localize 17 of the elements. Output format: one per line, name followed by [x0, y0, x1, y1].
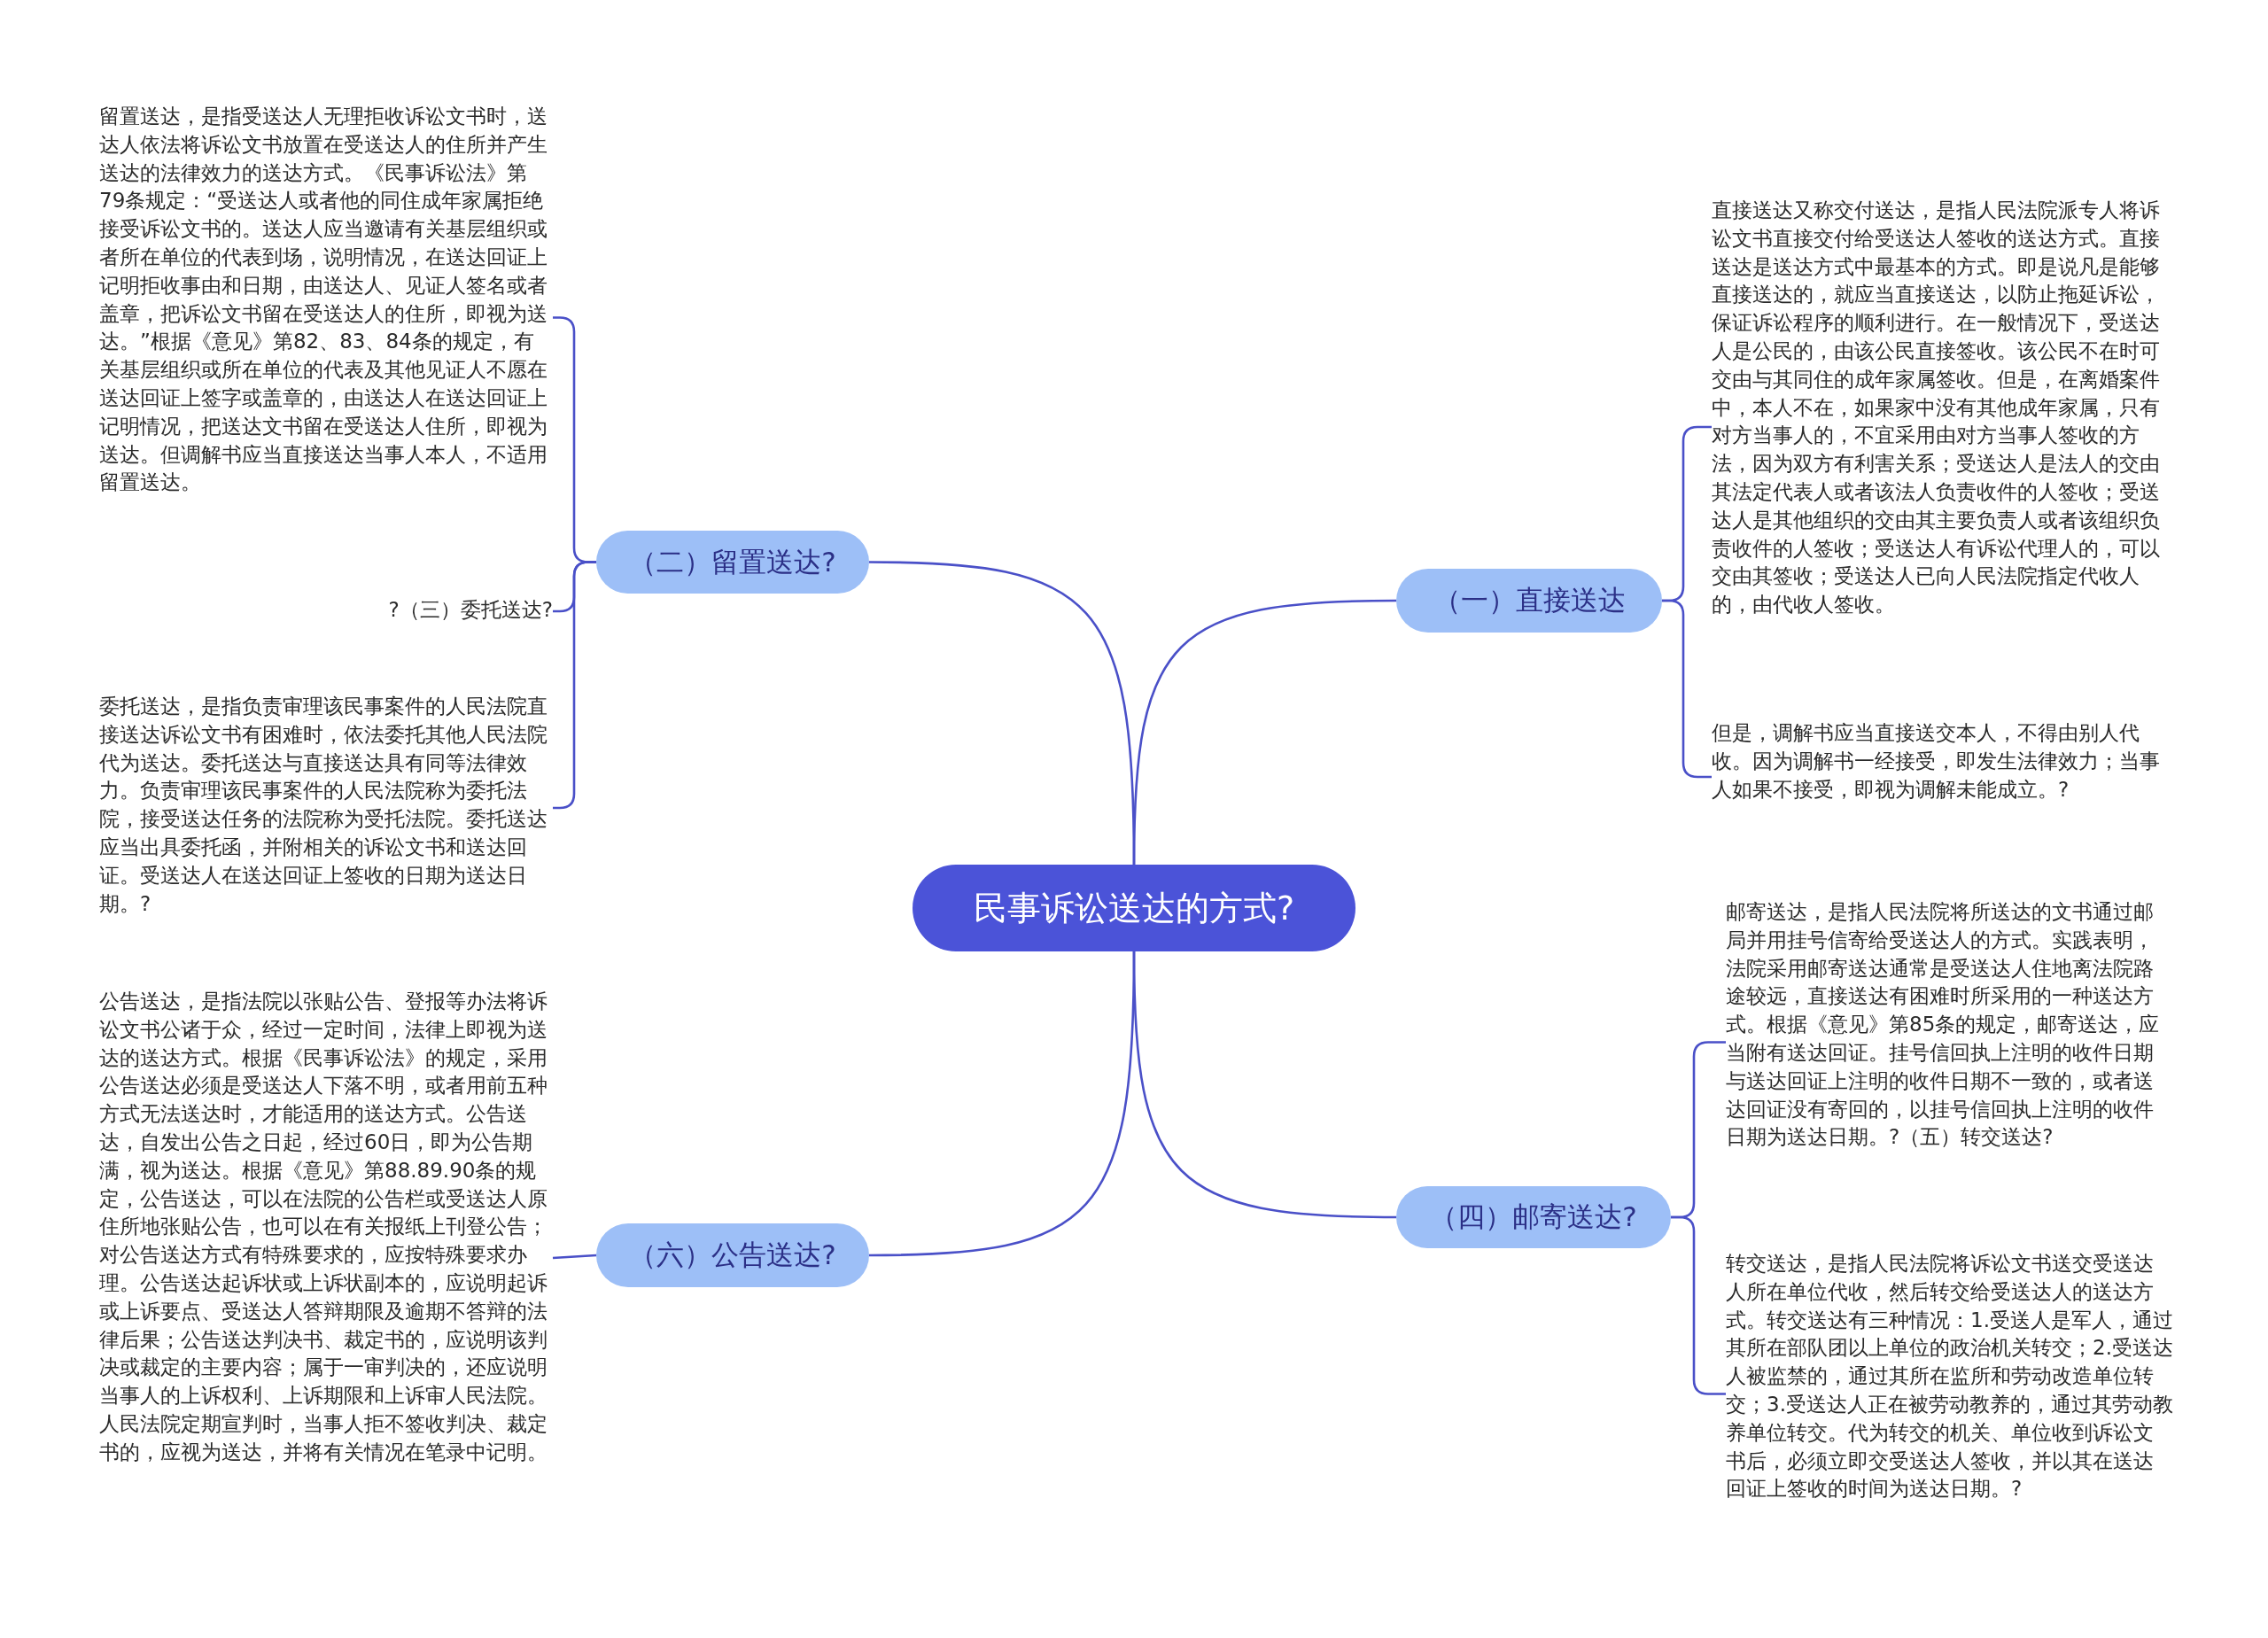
text-note: 委托送达，是指负责审理该民事案件的人民法院直接送达诉讼文书有困难时，依法委托其他人民法院代为送达。委托送达与直接送达具有同等法律效力。负责审理该民事案件的人民法院称为委托法院，接受送达任务的法院称为受托法院。委托送达应当出具委托函，并附相关的诉讼文书和送达回证。受送达人在送达回证上签收的日期为送达日期。?	[99, 693, 553, 923]
text-note: 但是，调解书应当直接送交本人，不得由别人代收。因为调解书一经接受，即发生法律效力；当事人如果不接受，即视为调解未能成立。?	[1712, 719, 2163, 835]
connector-line	[868, 951, 1136, 1257]
central-topic: 民事诉讼送达的方式?	[913, 865, 1355, 951]
text-note: 转交送达，是指人民法院将诉讼文书送交受送达人所在单位代收，然后转交给受送达人的送达方式。转交送达有三种情况：1.受送人是军人，通过其所在部队团以上单位的政治机关转交；2.受送达人被监禁的，通过其所在监所和劳动改造单位转交；3.受送达人正在被劳动教养的，通过其劳动教养单位转交。代为转交的机关、单位收到诉讼文书后，必须立即交受送达人签收，并以其在送达回证上签收的时间为送达日期。?	[1726, 1250, 2173, 1538]
branch-topic: （二）留置送达?	[596, 531, 869, 594]
subtopic-text: ?（三）委托送达?	[337, 596, 553, 626]
text-note: 留置送达，是指受送达人无理拒收诉讼文书时，送达人依法将诉讼文书放置在受送达人的住所并产生送达的法律效力的送达方式。《民事诉讼法》第79条规定：“受送达人或者他的同住成年家属拒绝接受诉讼文书的。送达人应当邀请有关基层组织或者所在单位的代表到场，说明情况，在送达回证上记明拒收事由和日期，由送达人、见证人签名或者盖章，把诉讼文书留在受送达人的住所，即视为送达。”根据《意见》第82、83、84条的规定，有关基层组织或所在单位的代表及其他见证人不愿在送达回证上签字或盖章的，由送达人在送达回证上记明情况，把送达文书留在受送达人住所，即视为送达。但调解书应当直接送达当事人本人，不适用留置送达。	[99, 103, 553, 532]
text-note: 邮寄送达，是指人民法院将所送达的文书通过邮局并用挂号信寄给受送达人的方式。实践表明，法院采用邮寄送达通常是受送达人住地离法院路途较远，直接送达有困难时所采用的一种送达方式。根据《意见》第85条的规定，邮寄送达，应当附有送达回证。挂号信回执上注明的收件日期与送达回证上注明的收件日期不一致的，或者送达回证没有寄回的，以挂号信回执上注明的收件日期为送达日期。?（五）转交送达?	[1726, 898, 2173, 1186]
connector-line	[1671, 1215, 1726, 1395]
text-note: 直接送达又称交付送达，是指人民法院派专人将诉讼文书直接交付给受送达人签收的送达方式。直接送达是送达方式中最基本的方式。即是说凡是能够直接送达的，就应当直接送达，以防止拖延诉讼，保证诉讼程序的顺利进行。在一般情况下，受送达人是公民的，由该公民直接签收。该公民不在时可交由与其同住的成年家属签收。但是，在离婚案件中，本人不在，如果家中没有其他成年家属，只有对方当事人的，不宜采用由对方当事人签收的方法，因为双方有利害关系；受送达人是法人的交由其法定代表人或者该法人负责收件的人签收；受送达人是其他组织的交由其主要负责人或者该组织负责收件的人签收；受送达人有诉讼代理人的，可以交由其签收；受送达人已向人民法院指定代收人的，由代收人签收。	[1712, 197, 2163, 657]
branch-topic: （四）邮寄送达?	[1396, 1186, 1671, 1248]
connector-line	[552, 1254, 597, 1260]
branch-topic: （六）公告送达?	[596, 1223, 869, 1287]
text-note: 公告送达，是指法院以张贴公告、登报等办法将诉讼文书公诸于众，经过一定时间，法律上即视为送达的送达方式。根据《民事诉讼法》的规定，采用公告送达必须是受送达人下落不明，或者用前五种方式无法送达时，才能适用的送达方式。公告送达，自发出公告之日起，经过60日，即为公告期满，视为送达。根据《意见》第88.89.90条的规定，公告送达，可以在法院的公告栏或受送达人原住所地张贴公告，也可以在有关报纸上刊登公告；对公告送达方式有特殊要求的，应按特殊要求办理。公告送达起诉状或上诉状副本的，应说明起诉或上诉要点、受送达人答辩期限及逾期不答辩的法律后果；公告送达判决书、裁定书的，应说明该判决或裁定的主要内容；属于一审判决的，还应说明当事人的上诉权利、上诉期限和上诉审人民法院。人民法院定期宣判时，当事人拒不签收判决、裁定书的，应视为送达，并将有关情况在笔录中记明。	[99, 988, 553, 1528]
branch-topic: （一）直接送达	[1396, 569, 1662, 633]
connector-line	[868, 561, 1136, 866]
